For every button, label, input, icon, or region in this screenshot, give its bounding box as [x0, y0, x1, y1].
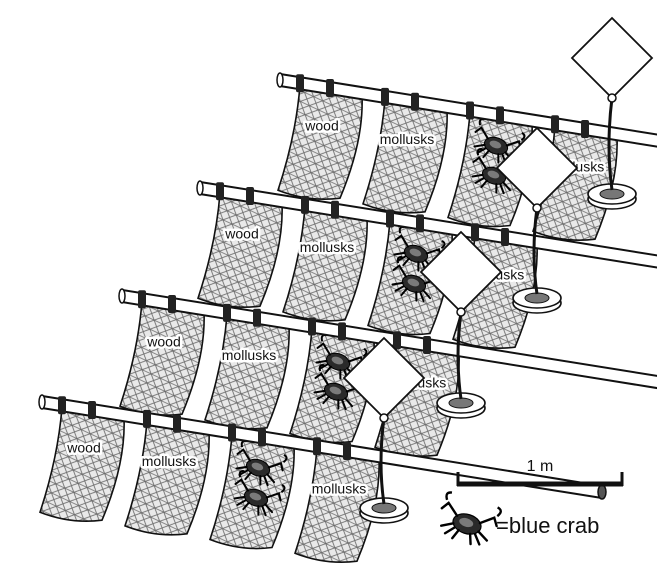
bag-clip — [58, 396, 66, 415]
bag-clip — [258, 428, 266, 447]
pvc-pipe — [199, 183, 657, 267]
pipe-end — [38, 394, 46, 410]
marker-ring — [456, 307, 466, 317]
bag-clip — [228, 423, 236, 442]
tether-line — [456, 311, 463, 400]
pipe-end — [196, 180, 204, 196]
mesh-bag — [277, 84, 363, 200]
wood-label: wood — [66, 439, 100, 455]
bag-clip — [246, 187, 254, 206]
mesh-bag — [294, 447, 380, 563]
bag-clip — [143, 409, 151, 428]
bag-clip — [496, 106, 504, 125]
tray-row: wood mollusks mollusks — [196, 126, 657, 349]
wood-label: wood — [146, 333, 180, 349]
bag-clip — [551, 115, 559, 134]
float-hole — [371, 502, 397, 514]
blue-crab-icon — [432, 489, 504, 552]
marker-float — [570, 16, 654, 100]
pvc-pipe — [279, 75, 657, 146]
scale-bar: 1 m — [456, 458, 624, 487]
legend: =blue crab — [432, 489, 599, 552]
bag-clip — [296, 74, 304, 93]
float-hole — [599, 188, 625, 200]
mesh-bag — [197, 192, 283, 308]
mollusks-label: mollusks — [300, 239, 354, 255]
pvc-pipe — [41, 397, 603, 497]
bag-clip — [88, 401, 96, 420]
bag-clip — [471, 223, 479, 242]
bag-clip — [223, 303, 231, 322]
bag-clip — [411, 92, 419, 111]
wood-label: wood — [304, 117, 338, 133]
bag-clip — [386, 209, 394, 228]
legend-label: =blue crab — [496, 513, 599, 538]
mesh-bag — [39, 406, 125, 522]
mollusks-label: mollusks — [142, 453, 196, 469]
bag-clip — [253, 308, 261, 327]
bag-clip — [216, 182, 224, 201]
mollusks-label: mollusks — [380, 131, 434, 147]
bag-clip — [466, 101, 474, 120]
bag-clip — [501, 228, 509, 247]
bag-clip — [343, 442, 351, 461]
bag-clip — [338, 322, 346, 341]
mesh-bag — [282, 205, 368, 322]
bag-clip — [138, 290, 146, 309]
marker-ring — [607, 93, 617, 103]
bag-clip — [581, 120, 589, 139]
scale-bar-label: 1 m — [527, 458, 554, 475]
float-hole — [448, 397, 474, 409]
mesh-bag — [119, 300, 205, 416]
tray-row: wood mollusks mollusks — [38, 336, 607, 563]
wood-label: wood — [224, 225, 258, 241]
tether-line — [607, 97, 614, 191]
bag-clip — [381, 87, 389, 106]
bag-clip — [301, 195, 309, 214]
bag-clip — [331, 200, 339, 219]
pipe-end — [118, 288, 126, 304]
tether-line — [379, 417, 386, 505]
mesh-bag — [362, 97, 448, 214]
bag-clip — [168, 295, 176, 314]
bag-clip — [313, 437, 321, 456]
pipe-end-cap — [597, 484, 607, 500]
mesh-bag — [204, 313, 290, 430]
bag-clip — [393, 331, 401, 350]
mollusks-label: mollusks — [222, 347, 276, 363]
mollusks-label: mollusks — [312, 480, 366, 496]
mesh-bag — [124, 419, 210, 536]
marker-ring — [532, 203, 542, 213]
pipe-end — [276, 72, 284, 88]
tether-line — [532, 207, 539, 295]
bag-clip — [173, 414, 181, 433]
bag-clip — [423, 336, 431, 355]
pvc-pipe — [121, 291, 657, 388]
bag-clip — [416, 214, 424, 233]
bag-clip — [308, 317, 316, 336]
float-hole — [524, 292, 550, 304]
bag-clip — [326, 79, 334, 98]
marker-ring — [379, 413, 389, 423]
